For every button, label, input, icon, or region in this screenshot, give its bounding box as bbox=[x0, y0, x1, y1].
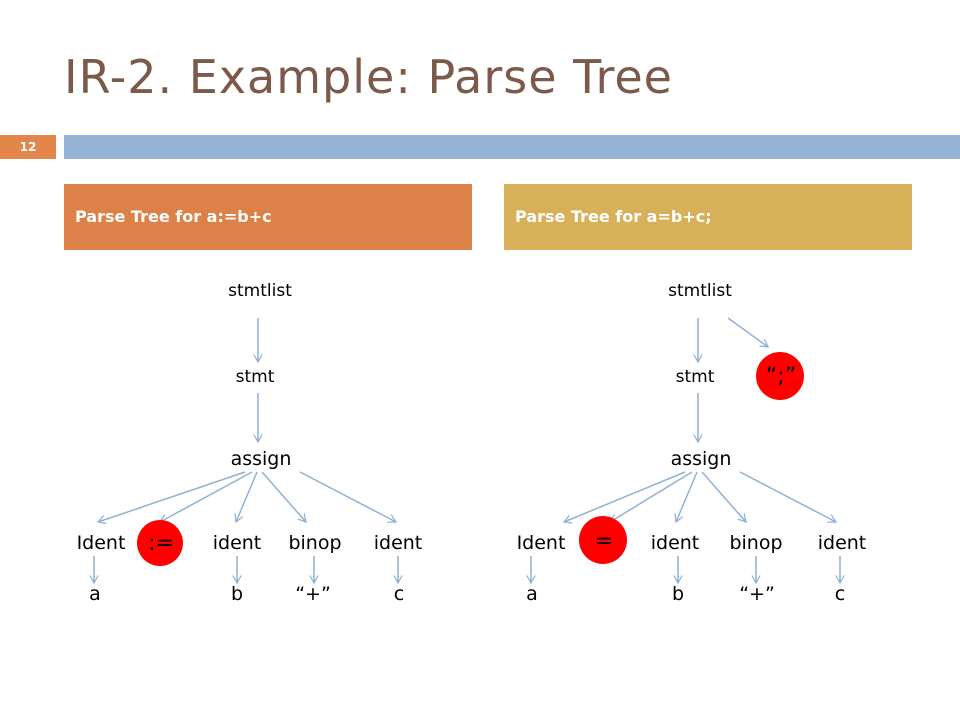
leaf-a: a bbox=[526, 583, 538, 605]
node-ident-3: ident bbox=[374, 532, 423, 554]
node-assign-operator: = bbox=[595, 529, 613, 554]
node-binop: binop bbox=[288, 532, 341, 554]
leaf-b: b bbox=[672, 583, 684, 605]
leaf-c: c bbox=[835, 583, 845, 605]
node-ident: Ident bbox=[77, 532, 126, 554]
edge-assign-ident3 bbox=[299, 471, 398, 523]
left-tree: stmtlist stmt assign Ident := ident bino… bbox=[77, 281, 423, 605]
leaf-c: c bbox=[394, 583, 404, 605]
leaf-a: a bbox=[89, 583, 101, 605]
edge-assign-ident3 bbox=[739, 471, 838, 523]
node-ident: Ident bbox=[517, 532, 566, 554]
edge-assign-ident bbox=[562, 471, 686, 524]
right-tree: stmtlist stmt “;” assign Ident = ident b… bbox=[517, 281, 867, 605]
semicolon-node bbox=[756, 352, 804, 400]
node-stmt: stmt bbox=[676, 367, 715, 387]
right-tree-edges bbox=[526, 317, 845, 585]
node-stmtlist: stmtlist bbox=[228, 281, 292, 301]
leaf-plus: “+” bbox=[295, 583, 331, 605]
node-stmt: stmt bbox=[236, 367, 275, 387]
node-semicolon: “;” bbox=[766, 364, 796, 389]
left-tree-header: Parse Tree for a:=b+c bbox=[64, 184, 472, 250]
edge-assign-ident2 bbox=[674, 471, 698, 524]
leaf-plus: “+” bbox=[739, 583, 775, 605]
node-stmtlist: stmtlist bbox=[668, 281, 732, 301]
assign-operator-node bbox=[137, 520, 183, 566]
slide-number: 12 bbox=[0, 135, 56, 159]
top-accent-bar bbox=[64, 135, 960, 159]
edge-root-semicolon bbox=[727, 317, 770, 348]
right-tree-header: Parse Tree for a=b+c; bbox=[504, 184, 912, 250]
node-assign-operator: := bbox=[148, 531, 174, 556]
assign-operator-node bbox=[579, 516, 627, 564]
node-ident-2: ident bbox=[213, 532, 262, 554]
leaf-b: b bbox=[231, 583, 243, 605]
edge-assign-ident bbox=[96, 471, 246, 525]
slide-title: IR-2. Example: Parse Tree bbox=[64, 50, 673, 104]
edge-assign-binop bbox=[261, 471, 307, 523]
edge-assign-ident2 bbox=[234, 471, 258, 524]
node-binop: binop bbox=[729, 532, 782, 554]
edge-assign-op bbox=[608, 471, 693, 523]
node-assign: assign bbox=[671, 448, 732, 470]
edge-assign-op bbox=[158, 471, 253, 523]
edge-assign-binop bbox=[701, 471, 747, 523]
node-ident-2: ident bbox=[651, 532, 700, 554]
left-tree-edges bbox=[89, 318, 403, 585]
node-assign: assign bbox=[231, 448, 292, 470]
node-ident-3: ident bbox=[818, 532, 867, 554]
